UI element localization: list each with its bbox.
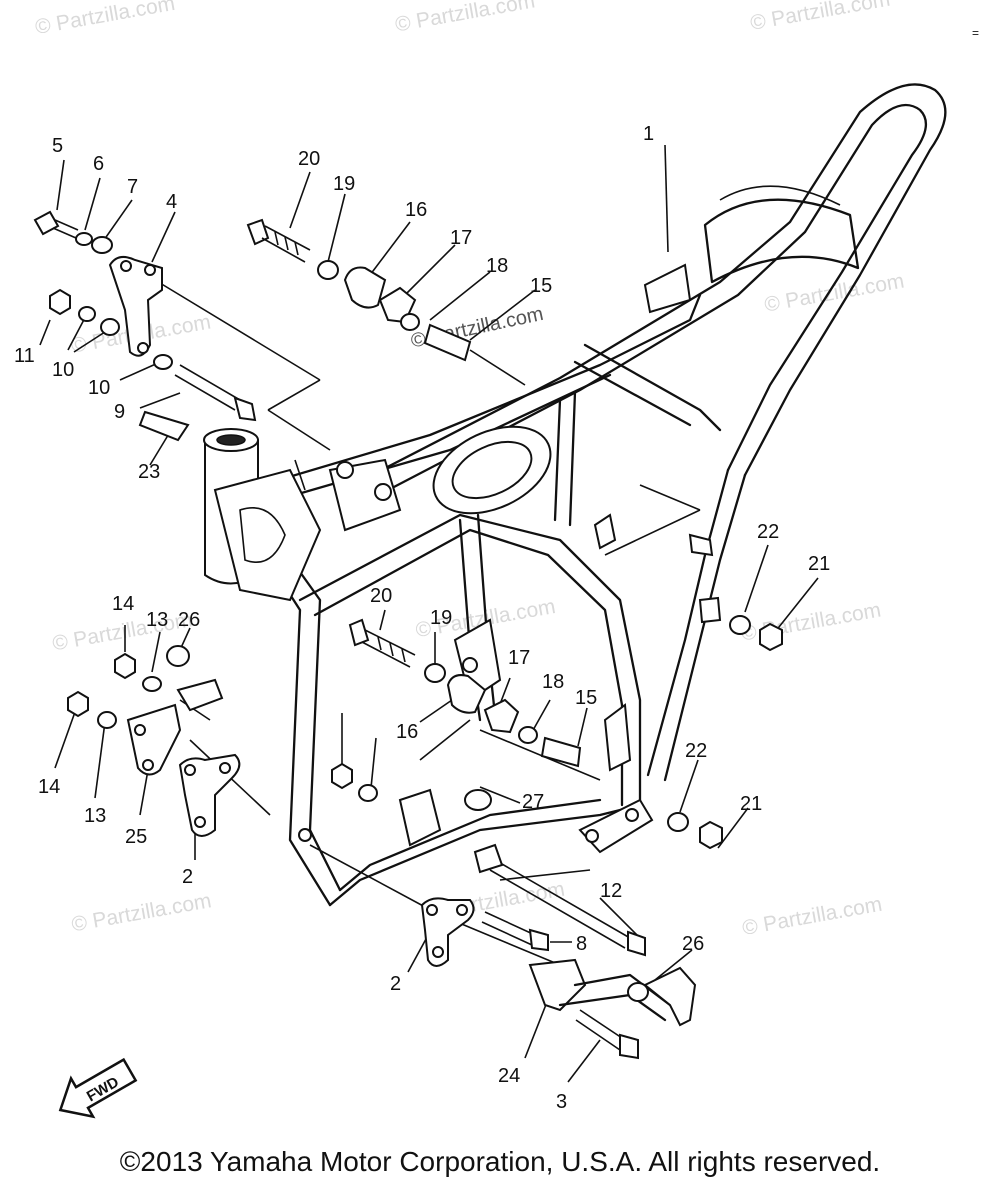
callout-27: 27 [522, 791, 544, 813]
cap-26 [166, 645, 190, 667]
washer-19 [317, 260, 339, 280]
nut-14 [114, 652, 136, 680]
nut-11 [49, 288, 71, 316]
washer-10 [78, 306, 96, 322]
spacer-17 [483, 698, 520, 734]
washer-22 [729, 615, 751, 635]
callout-14: 14 [112, 593, 134, 615]
callout-20: 20 [298, 148, 320, 170]
bolt-9 [174, 364, 241, 411]
washer-18 [400, 313, 420, 331]
nut-14 [331, 762, 353, 790]
bracket-24 [528, 958, 587, 1012]
bolt-8 [481, 911, 536, 946]
bolt-15 [423, 323, 472, 362]
bolt-5 [33, 210, 79, 239]
callout-26: 26 [682, 933, 704, 955]
washer-10 [153, 354, 173, 370]
callout-11: 11 [14, 345, 35, 367]
callout-22: 22 [757, 521, 779, 543]
plate-2 [178, 753, 241, 837]
collar-16 [446, 674, 487, 714]
callout-26: 26 [178, 609, 200, 631]
washer-7 [91, 236, 113, 254]
nut-21 [699, 820, 723, 850]
watermark: © Partzilla.com [70, 889, 213, 936]
washer-22 [667, 812, 689, 832]
callout-21: 21 [808, 553, 830, 575]
loose-parts: FWD [33, 210, 783, 1119]
callout-3: 3 [556, 1091, 567, 1113]
callout-15: 15 [530, 275, 552, 297]
callout-13: 13 [146, 609, 168, 631]
callout-1: 1 [643, 123, 654, 145]
corner-mark: = [972, 26, 980, 40]
main-frame [203, 83, 947, 907]
callout-7: 7 [127, 176, 138, 198]
callout-20: 20 [370, 585, 392, 607]
callout-18: 18 [542, 671, 564, 693]
washer-19 [424, 663, 446, 683]
callout-19: 19 [430, 607, 452, 629]
callout-15: 15 [575, 687, 597, 709]
callout-10: 10 [52, 359, 74, 381]
nut-14 [67, 690, 89, 718]
fwd-arrow-icon: FWD [58, 1057, 138, 1119]
cap-26 [643, 966, 697, 1027]
bracket-25 [126, 703, 182, 776]
callout-2: 2 [390, 973, 401, 995]
washer-18 [518, 726, 538, 744]
callout-16: 16 [405, 199, 427, 221]
callout-18: 18 [486, 255, 508, 277]
spacer-17 [378, 286, 417, 324]
callout-23: 23 [138, 461, 160, 483]
washer-13 [358, 784, 378, 802]
washer-13 [142, 676, 162, 692]
callout-4: 4 [166, 191, 177, 213]
callout-14: 14 [38, 776, 60, 798]
plate-23 [138, 410, 190, 442]
collar-16 [343, 266, 387, 309]
callout-24: 24 [498, 1065, 520, 1087]
washer-10 [100, 318, 120, 336]
callout-17: 17 [450, 227, 472, 249]
callout-2: 2 [182, 866, 193, 888]
callout-16: 16 [396, 721, 418, 743]
bracket-4 [108, 255, 163, 357]
washer-13 [97, 711, 117, 729]
nut-21 [759, 622, 783, 652]
callout-17: 17 [508, 647, 530, 669]
watermark: © Partzilla.com [748, 0, 891, 35]
callout-5: 5 [52, 135, 63, 157]
callout-13: 13 [84, 805, 106, 827]
callout-9: 9 [114, 401, 125, 423]
callout-22: 22 [685, 740, 707, 762]
watermark: © Partzilla.com [33, 0, 176, 39]
callout-21: 21 [740, 793, 762, 815]
cap-27 [464, 789, 492, 811]
callout-8: 8 [576, 933, 587, 955]
bolt-12 [489, 859, 631, 949]
watermark: © Partzilla.com [393, 0, 536, 37]
callout-19: 19 [333, 173, 355, 195]
copyright-notice: ©2013 Yamaha Motor Corporation, U.S.A. A… [119, 1146, 881, 1177]
callout-6: 6 [93, 153, 104, 175]
bolt-3 [575, 1009, 626, 1051]
callout-numbers: 1 2 2 3 4 5 6 7 8 9 10 10 11 12 13 13 14… [14, 123, 830, 1113]
callout-25: 25 [125, 826, 147, 848]
bolt-15 [540, 736, 582, 768]
bolt-20 [348, 618, 370, 647]
washer-6 [75, 232, 93, 246]
callout-12: 12 [600, 880, 622, 902]
watermark: © Partzilla.com [741, 893, 884, 940]
watermark: © Partzilla.com [763, 269, 906, 316]
callout-10: 10 [88, 377, 110, 399]
